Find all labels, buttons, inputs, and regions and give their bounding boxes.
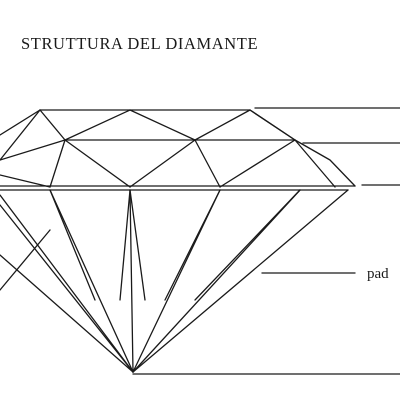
pavilion-facet <box>132 189 301 373</box>
crown-facet <box>0 139 66 161</box>
pavilion-facet <box>129 189 146 301</box>
crown-facet <box>64 109 131 141</box>
pavilion-label: pad <box>367 266 389 282</box>
crown-facet <box>294 139 336 188</box>
crown-facet <box>0 109 41 161</box>
pavilion-facet <box>0 229 51 291</box>
crown-facet <box>129 109 196 141</box>
pavilion-facet <box>49 189 96 301</box>
pavilion-facet <box>49 189 134 373</box>
crown-facet <box>129 139 196 188</box>
diamond-crown <box>0 109 356 188</box>
leader-lines <box>132 107 400 375</box>
pavilion-facet <box>119 189 131 301</box>
diamond-girdle <box>0 185 356 191</box>
crown-facet <box>0 174 51 188</box>
diamond-pavilion <box>0 189 349 373</box>
pavilion-outline-right <box>132 189 349 373</box>
crown-facet <box>219 139 296 188</box>
pavilion-outline-left <box>0 194 134 373</box>
pavilion-facet <box>0 204 134 373</box>
pavilion-facet <box>164 189 221 301</box>
pavilion-facet <box>194 189 301 301</box>
crown-facet <box>49 139 66 188</box>
crown-facet <box>194 139 221 188</box>
crown-facet <box>64 139 131 188</box>
diagram-title: STRUTTURA DEL DIAMANTE <box>21 34 259 53</box>
crown-facet <box>194 109 251 141</box>
crown-facet <box>39 109 66 141</box>
crown-outline-left <box>0 109 41 136</box>
pavilion-facet <box>129 189 134 373</box>
crown-facet <box>249 109 296 141</box>
pavilion-facet <box>0 254 134 373</box>
